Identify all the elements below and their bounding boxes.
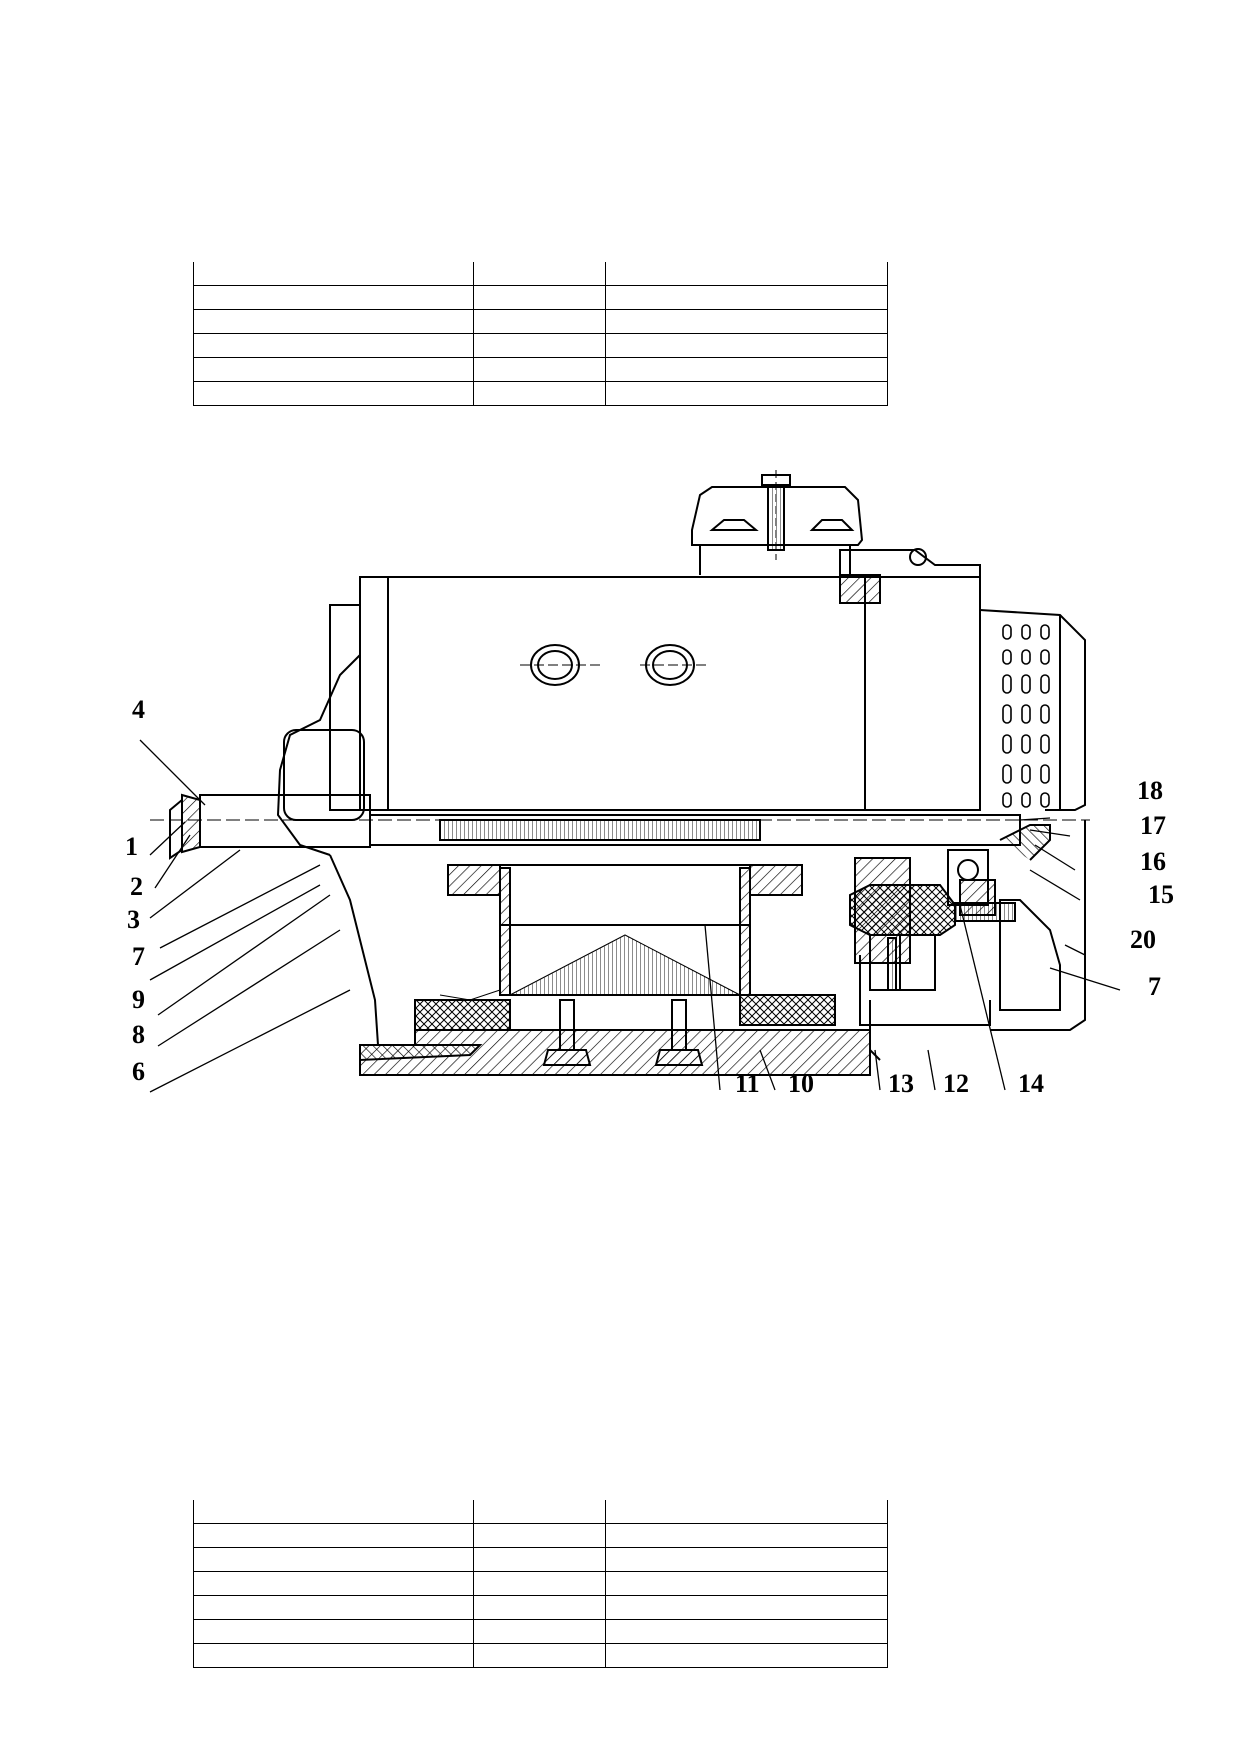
table-cell (473, 1619, 606, 1644)
callout-20: 20 (1130, 925, 1156, 954)
table-cell (473, 1571, 606, 1596)
callout-7-left: 7 (132, 942, 145, 971)
table-cell (605, 1619, 888, 1644)
table-row (193, 357, 888, 382)
table-cell (605, 309, 888, 334)
table-cell (605, 333, 888, 358)
table-cell (473, 1523, 606, 1548)
leader-lines (139, 739, 1121, 1093)
table-cell (605, 1643, 888, 1668)
table-cell (473, 357, 606, 382)
callout-labels: 4 1 2 3 7 9 8 6 11 10 13 12 14 18 17 16 … (125, 695, 1174, 1098)
table-cell (473, 1643, 606, 1668)
callout-8: 8 (132, 1020, 145, 1049)
table-cell (473, 1547, 606, 1572)
table-row (193, 285, 888, 310)
callout-3: 3 (127, 905, 140, 934)
fan-cover (979, 609, 1086, 1031)
table-row (193, 1595, 888, 1620)
empty-table-bottom (193, 1500, 888, 1668)
table-row (193, 1643, 888, 1668)
callout-16: 16 (1140, 847, 1166, 876)
callout-11: 11 (735, 1069, 760, 1098)
table-cell (193, 1547, 474, 1572)
table-cell (193, 1571, 474, 1596)
table-cell (193, 333, 474, 358)
table-cell (473, 285, 606, 310)
table-cell (605, 1500, 888, 1524)
table-row (193, 309, 888, 334)
callout-7-right: 7 (1148, 972, 1161, 1001)
callout-15: 15 (1148, 880, 1174, 909)
table-row (193, 1547, 888, 1572)
table-row (193, 381, 888, 406)
table-row (193, 333, 888, 358)
drive-end-shield (276, 604, 365, 856)
table-cell (605, 262, 888, 286)
table-cell (193, 309, 474, 334)
table-row (193, 262, 888, 286)
table-cell (473, 262, 606, 286)
table-cell (193, 1643, 474, 1668)
table-cell (193, 381, 474, 406)
callout-2: 2 (130, 872, 143, 901)
table-cell (473, 1500, 606, 1524)
table-row (193, 1571, 888, 1596)
table-cell (605, 1547, 888, 1572)
table-cell (605, 1595, 888, 1620)
table-cell (193, 1619, 474, 1644)
motor-outline (150, 470, 1090, 1076)
table-cell (473, 333, 606, 358)
callout-14: 14 (1018, 1069, 1044, 1098)
callout-4: 4 (132, 695, 145, 724)
table-row (193, 1500, 888, 1524)
table-cell (473, 309, 606, 334)
table-cell (473, 1595, 606, 1620)
table-cell (605, 1523, 888, 1548)
table-cell (473, 381, 606, 406)
table-cell (605, 1571, 888, 1596)
callout-12: 12 (943, 1069, 969, 1098)
callout-6: 6 (132, 1057, 145, 1086)
table-cell (605, 357, 888, 382)
table-cell (605, 285, 888, 310)
callout-10: 10 (788, 1069, 814, 1098)
rotor-stator-section (414, 819, 836, 1031)
table-cell (193, 1523, 474, 1548)
table-cell (193, 1595, 474, 1620)
table-cell (193, 1500, 474, 1524)
terminal-box (691, 470, 864, 575)
empty-table-top (193, 262, 888, 406)
table-cell (193, 357, 474, 382)
stator-housing (359, 548, 981, 811)
motor-cross-section-diagram: 4 1 2 3 7 9 8 6 11 10 13 12 14 18 17 16 … (125, 470, 1174, 1098)
table-cell (193, 262, 474, 286)
table-cell (605, 381, 888, 406)
callout-13: 13 (888, 1069, 914, 1098)
table-row (193, 1523, 888, 1548)
brake-bearing-assembly (849, 824, 1061, 1061)
ventilation-grille (1002, 624, 1050, 808)
table-row (193, 1619, 888, 1644)
callout-18: 18 (1137, 776, 1163, 805)
callout-17: 17 (1140, 811, 1166, 840)
table-cell (193, 285, 474, 310)
callout-9: 9 (132, 985, 145, 1014)
callout-1: 1 (125, 832, 138, 861)
